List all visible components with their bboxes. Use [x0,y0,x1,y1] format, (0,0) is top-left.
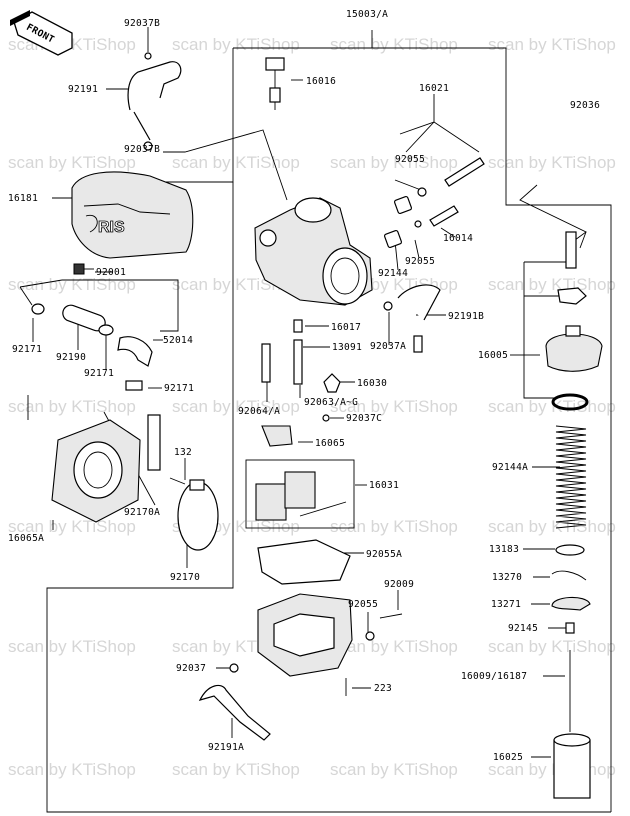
label-92145: 92145 [508,623,538,634]
watermark-text: scan by KTiShop [330,35,458,54]
carburetor-body-15003 [254,197,373,306]
label-92055-top: 92055 [395,154,425,165]
needle-valve-16065 [261,425,293,447]
label-92170a: 92170A [124,507,160,518]
watermark-text: scan by KTiShop [488,275,616,294]
assembly-boundary [46,30,612,813]
hose-92191a [198,684,271,741]
label-92037c: 92037C [346,413,382,424]
watermark-text: scan by KTiShop [172,153,300,172]
hose-set-92190 [31,303,153,391]
band-92170 [177,479,219,551]
label-92190: 92190 [56,352,86,363]
needle-16021 [383,157,485,249]
label-16014: 16014 [443,233,473,244]
label-52014: 52014 [163,335,193,346]
label-16065a: 16065A [8,533,44,544]
air-duct-16181: RIS [71,171,194,259]
label-16017: 16017 [331,322,361,333]
cap-assembly-16005 [545,231,603,411]
label-132: 132 [174,447,192,458]
throttle-body-16065a [51,414,161,523]
label-16031: 16031 [369,480,399,491]
watermark-text: scan by KTiShop [330,760,458,779]
top-cap-16016 [265,57,285,110]
watermark-text: scan by KTiShop [488,153,616,172]
label-16009-16187: 16009/16187 [461,671,527,682]
watermark-text: scan by KTiShop [488,397,616,416]
watermark-text: scan by KTiShop [330,397,458,416]
label-16021: 16021 [419,83,449,94]
label-15003a: 15003/A [346,9,388,20]
watermark-text: scan by KTiShop [8,637,136,656]
label-92171-left: 92171 [12,344,42,355]
label-92064a: 92064/A [238,406,280,417]
watermark-text: scan by KTiShop [172,397,300,416]
label-16030: 16030 [357,378,387,389]
label-223: 223 [374,683,392,694]
label-92063: 92063/A~G [304,397,358,408]
label-13091: 13091 [332,342,362,353]
label-92191: 92191 [68,84,98,95]
ris-logo: RIS [98,219,125,236]
front-arrow-icon: FRONT [10,10,73,56]
label-16065: 16065 [315,438,345,449]
label-16181: 16181 [8,193,38,204]
label-92037: 92037 [176,663,206,674]
clip-92037b [143,141,153,151]
label-16005: 16005 [478,350,508,361]
hose-92191 [127,52,182,141]
watermark-text: scan by KTiShop [8,397,136,416]
label-92055-mid: 92055 [405,256,435,267]
label-16016: 16016 [306,76,336,87]
lower-parts [551,544,591,799]
float-bowl [229,593,403,696]
label-92171-mid: 92171 [84,368,114,379]
watermark-text: scan by KTiShop [330,637,458,656]
label-92037a: 92037A [370,341,406,352]
watermark-text: scan by KTiShop [488,35,616,54]
label-92037b-top: 92037B [124,18,160,29]
watermark-text: scan by KTiShop [330,153,458,172]
label-92036: 92036 [570,100,600,111]
watermark-text: scan by KTiShop [172,760,300,779]
watermark-text: scan by KTiShop [8,153,136,172]
label-92144: 92144 [378,268,408,279]
label-92001: 92001 [96,267,126,278]
label-92009: 92009 [384,579,414,590]
bolt-92001 [73,263,94,275]
watermark-text: scan by KTiShop [8,517,136,536]
label-92055a: 92055A [366,549,402,560]
gasket-92055a [257,539,351,585]
label-92191a: 92191A [208,742,244,753]
label-92144a: 92144A [492,462,528,473]
part-labels: 92037B 15003/A 92191 16016 16021 92036 9… [8,9,600,763]
watermark-text: scan by KTiShop [172,35,300,54]
float-16031 [245,459,355,529]
spring-92144a [555,425,587,529]
label-13270: 13270 [492,572,522,583]
watermark-text: scan by KTiShop [8,760,136,779]
watermark-text: scan by KTiShop [330,517,458,536]
label-92171-low: 92171 [164,383,194,394]
jet-set [261,319,341,422]
watermark-text: scan by KTiShop [488,637,616,656]
label-92037b: 92037B [124,144,160,155]
hose-92191b [383,284,441,353]
label-13271: 13271 [491,599,521,610]
label-92170: 92170 [170,572,200,583]
label-16025: 16025 [493,752,523,763]
label-92191b: 92191B [448,311,484,322]
label-92055-low: 92055 [348,599,378,610]
screw-132 [169,477,186,485]
watermark-layer: scan by KTiShop scan by KTiShop scan by … [8,35,616,779]
label-13183: 13183 [489,544,519,555]
watermark-text: scan by KTiShop [488,517,616,536]
